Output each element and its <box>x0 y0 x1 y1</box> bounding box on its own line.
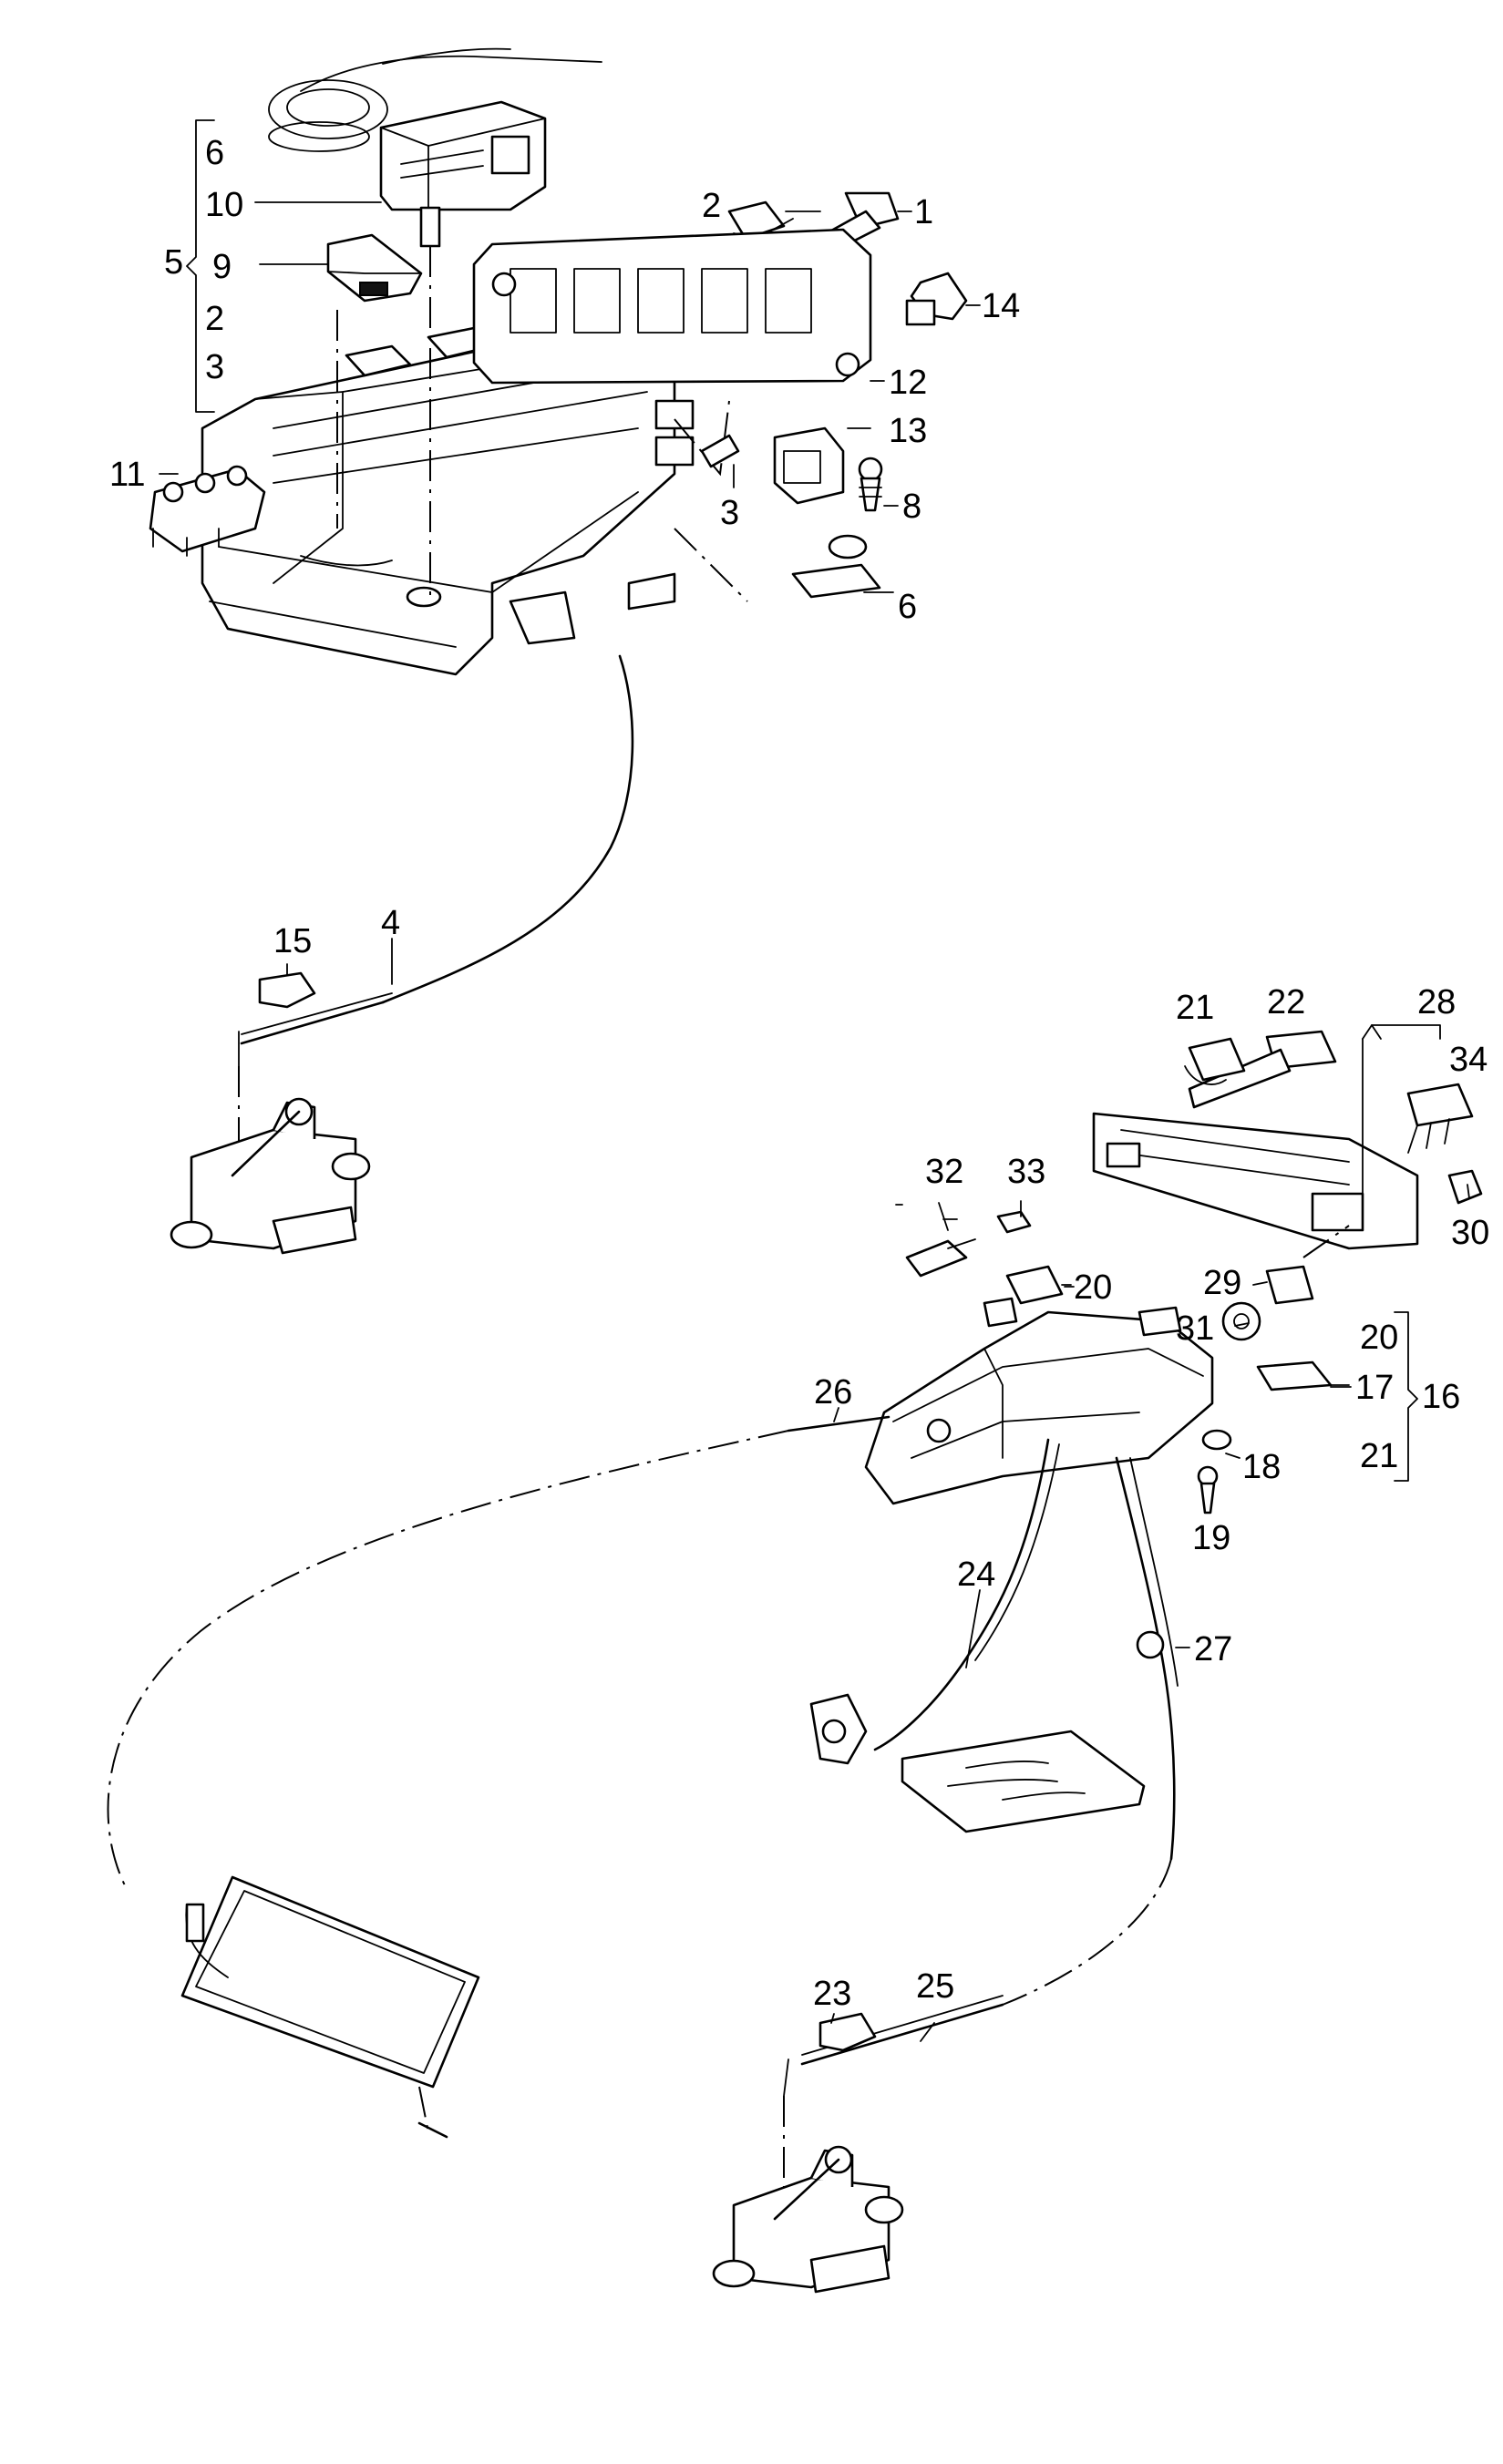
bulb-30 <box>1447 1169 1483 1205</box>
clamp-15 <box>258 971 316 1009</box>
callout-1: 1 <box>914 193 933 231</box>
connector-11 <box>149 465 266 557</box>
heater-valve-lower <box>712 2145 904 2294</box>
switch-32 <box>905 1239 968 1278</box>
callout-6-mid: 6 <box>898 588 917 626</box>
callout-34: 34 <box>1449 1041 1488 1079</box>
knob-31 <box>1221 1301 1261 1341</box>
plate-6 <box>791 563 881 599</box>
callout-30: 30 <box>1451 1214 1489 1252</box>
callout-24: 24 <box>957 1555 995 1594</box>
cable-24 <box>809 1438 1060 1765</box>
callout-33: 33 <box>1007 1153 1045 1191</box>
callout-dashes <box>895 1204 1352 1388</box>
callout-32: 32 <box>925 1153 963 1191</box>
callout-12: 12 <box>889 364 927 402</box>
clip-20 <box>1005 1265 1064 1305</box>
callout-26: 26 <box>814 1373 852 1412</box>
callout-14: 14 <box>982 287 1020 325</box>
screw-8 <box>858 457 883 512</box>
callout-13: 13 <box>889 412 927 450</box>
heater-valve-upper <box>170 1097 371 1255</box>
trim-panel-28 <box>1092 1112 1419 1250</box>
callout-3-left: 3 <box>205 348 224 386</box>
label-leaders <box>159 119 1470 2042</box>
clamp-23 <box>818 2012 877 2052</box>
callout-2-left: 2 <box>205 300 224 338</box>
callout-2-right: 2 <box>702 187 721 225</box>
callout-4: 4 <box>381 904 400 942</box>
flap-panel <box>180 1875 480 2139</box>
callout-5: 5 <box>164 243 183 282</box>
thermostat-capillary <box>268 47 602 152</box>
washer-18 <box>1201 1429 1232 1451</box>
callout-9: 9 <box>212 248 232 286</box>
callout-27: 27 <box>1194 1630 1232 1668</box>
washer <box>828 534 868 560</box>
knob-22 <box>1188 1030 1337 1109</box>
callout-10: 10 <box>205 186 243 224</box>
trim-panel-12 <box>472 228 872 385</box>
upper-control-assembly <box>149 47 968 1255</box>
callout-22: 22 <box>1267 983 1305 1022</box>
spring-3 <box>700 434 740 468</box>
callout-labels: 6 10 5 9 2 3 2 1 14 12 13 11 3 8 6 15 4 … <box>109 134 1489 2013</box>
callout-18: 18 <box>1242 1448 1281 1486</box>
callout-25: 25 <box>916 1967 954 2006</box>
callout-21-top: 21 <box>1176 989 1214 1027</box>
callout-17: 17 <box>1355 1369 1394 1407</box>
callout-6-top: 6 <box>205 134 224 172</box>
callout-8: 8 <box>902 488 921 526</box>
screw-19 <box>1197 1465 1219 1514</box>
lever-housing <box>864 1297 1214 1505</box>
plug-33 <box>996 1210 1032 1234</box>
switch-block-13 <box>773 426 845 505</box>
callout-23: 23 <box>813 1975 851 2013</box>
callout-20-mid: 20 <box>1074 1268 1112 1307</box>
connector-34 <box>1406 1083 1474 1154</box>
callout-16: 16 <box>1422 1378 1460 1416</box>
callout-20-right: 20 <box>1360 1319 1398 1357</box>
callout-29: 29 <box>1203 1264 1241 1302</box>
bulb-14 <box>905 272 968 326</box>
callout-15: 15 <box>273 922 312 960</box>
switch-29 <box>1265 1265 1314 1305</box>
lower-control-assembly <box>107 1030 1483 2294</box>
callout-21-bottom: 21 <box>1360 1437 1398 1475</box>
pushbutton-cap-9 <box>326 233 423 303</box>
thermostat-switch <box>379 100 547 248</box>
plate-17 <box>1256 1360 1333 1391</box>
distribution-plate <box>901 1730 1146 1833</box>
callout-31: 31 <box>1176 1309 1214 1348</box>
callout-19: 19 <box>1192 1519 1230 1557</box>
clip-21 <box>1184 1037 1246 1085</box>
cable-26 <box>107 1415 890 1892</box>
callout-11: 11 <box>109 456 145 494</box>
callout-28: 28 <box>1417 983 1456 1022</box>
callout-3-mid: 3 <box>720 494 739 532</box>
